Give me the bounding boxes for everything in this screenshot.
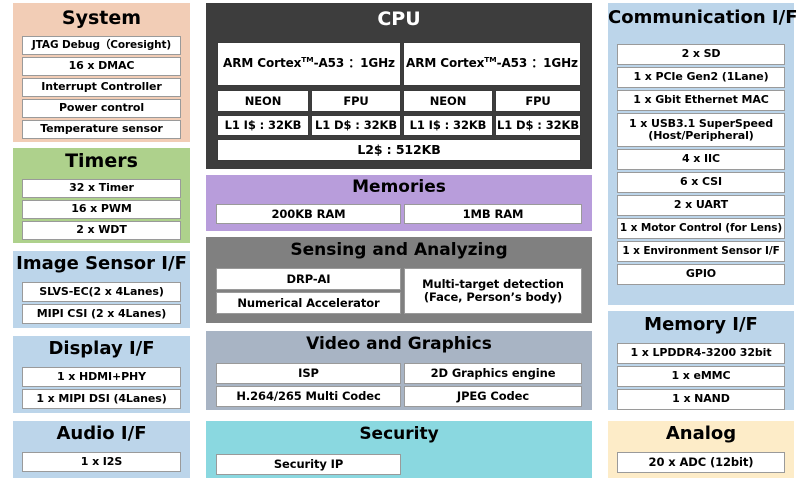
video-item-jpeg-codec: JPEG Codec (404, 386, 582, 407)
usb-line-2: (Host/Peripheral) (648, 129, 754, 142)
display-item-hdmi: 1 x HDMI+PHY (22, 367, 181, 387)
communication-item-motor-control: 1 x Motor Control (for Lens) (617, 218, 785, 239)
timers-item-wdt: 2 x WDT (22, 221, 181, 240)
multi-target-line-2: (Face, Person’s body) (423, 290, 563, 304)
security-item-security-ip: Security IP (216, 454, 401, 475)
image-sensor-item-mipi-csi: MIPI CSI (2 x 4Lanes) (22, 304, 181, 324)
usb-line-1: 1 x USB3.1 SuperSpeed (629, 116, 773, 130)
block-memory-if-title: Memory I/F (644, 314, 758, 335)
communication-item-gpio: GPIO (617, 264, 785, 285)
block-display-if: Display I/F 1 x HDMI+PHY 1 x MIPI DSI (4… (13, 336, 190, 413)
block-communication-if: Communication I/F 2 x SD 1 x PCIe Gen2 (… (608, 3, 798, 305)
block-cpu-title: CPU (377, 8, 421, 30)
memory-if-item-nand: 1 x NAND (617, 389, 785, 410)
block-timers: Timers 32 x Timer 16 x PWM 2 x WDT (13, 148, 190, 243)
analog-item-adc: 20 x ADC (12bit) (617, 452, 785, 473)
block-display-if-title: Display I/F (48, 338, 155, 359)
cpu-core-1-label: ARM CortexTM-A53 ：1GHz (406, 55, 578, 71)
communication-item-environment-sensor-if: 1 x Environment Sensor I/F (617, 241, 785, 262)
cpu-core-1: ARM CortexTM-A53 ：1GHz (403, 42, 581, 86)
block-memories: Memories 200KB RAM 1MB RAM (206, 175, 592, 231)
block-system-title: System (61, 7, 142, 29)
communication-item-pcie: 1 x PCIe Gen2 (1Lane) (617, 67, 785, 88)
block-video-and-graphics: Video and Graphics ISP 2D Graphics engin… (206, 331, 592, 410)
block-image-sensor-if-title: Image Sensor I/F (16, 253, 187, 274)
cpu-cache-l1i-0: L1 I$ : 32KB (217, 115, 309, 136)
video-item-isp: ISP (216, 363, 401, 384)
video-item-2d-graphics-engine: 2D Graphics engine (404, 363, 582, 384)
video-item-h264-265-multi-codec: H.264/265 Multi Codec (216, 386, 401, 407)
block-memory-if: Memory I/F 1 x LPDDR4-3200 32bit 1 x eMM… (608, 311, 794, 410)
block-timers-title: Timers (65, 150, 138, 172)
image-sensor-item-slvs-ec: SLVS-EC(2 x 4Lanes) (22, 282, 181, 302)
block-system: System JTAG Debug（Coresight) 16 x DMAC I… (13, 3, 190, 142)
block-image-sensor-if: Image Sensor I/F SLVS-EC(2 x 4Lanes) MIP… (13, 251, 190, 328)
timers-item-timer: 32 x Timer (22, 179, 181, 198)
memory-if-item-emmc: 1 x eMMC (617, 366, 785, 387)
cpu-unit-fpu-0: FPU (311, 90, 401, 112)
multi-target-line-1: Multi-target detection (422, 277, 564, 292)
block-sensing-and-analyzing: Sensing and Analyzing DRP-AI Numerical A… (206, 237, 592, 323)
cpu-cache-l1i-1: L1 I$ : 32KB (403, 115, 493, 136)
block-audio-if: Audio I/F 1 x I2S (13, 421, 190, 478)
block-security-title: Security (359, 424, 439, 444)
cpu-unit-neon-0: NEON (217, 90, 309, 112)
block-security: Security Security IP (206, 421, 592, 478)
system-item-dmac: 16 x DMAC (22, 57, 181, 76)
cpu-unit-neon-1: NEON (403, 90, 493, 112)
block-video-title: Video and Graphics (306, 334, 492, 354)
cpu-cache-l1d-0: L1 D$ : 32KB (311, 115, 401, 136)
communication-item-sd: 2 x SD (617, 44, 785, 65)
block-analog: Analog 20 x ADC (12bit) (608, 421, 794, 478)
display-item-mipi-dsi: 1 x MIPI DSI (4Lanes) (22, 389, 181, 409)
cpu-core-0: ARM CortexTM-A53 ：1GHz (217, 42, 401, 86)
communication-item-iic: 4 x IIC (617, 149, 785, 170)
memories-item-200kb-ram: 200KB RAM (216, 204, 401, 224)
sensing-item-multi-target-detection: Multi-target detection (Face, Person’s b… (404, 268, 582, 314)
system-item-temperature: Temperature sensor (22, 120, 181, 139)
communication-item-csi: 6 x CSI (617, 172, 785, 193)
communication-item-gbit-ethernet-mac: 1 x Gbit Ethernet MAC (617, 90, 785, 111)
block-sensing-title: Sensing and Analyzing (290, 240, 508, 260)
cpu-unit-fpu-1: FPU (495, 90, 581, 112)
cpu-cache-l1d-1: L1 D$ : 32KB (495, 115, 581, 136)
memories-item-1mb-ram: 1MB RAM (404, 204, 582, 224)
block-communication-if-title: Communication I/F (608, 7, 798, 28)
block-analog-title: Analog (665, 423, 737, 444)
cpu-core-0-label: ARM CortexTM-A53 ：1GHz (223, 55, 395, 71)
block-audio-if-title: Audio I/F (56, 423, 147, 444)
system-item-jtag: JTAG Debug（Coresight) (22, 36, 181, 55)
sensing-item-numerical-accelerator: Numerical Accelerator (216, 292, 401, 314)
communication-item-usb31: 1 x USB3.1 SuperSpeed (Host/Peripheral) (617, 113, 785, 147)
block-memories-title: Memories (352, 177, 446, 197)
block-cpu: CPU ARM CortexTM-A53 ：1GHz ARM CortexTM-… (206, 3, 592, 169)
timers-item-pwm: 16 x PWM (22, 200, 181, 219)
system-item-interrupt: Interrupt Controller (22, 78, 181, 97)
audio-item-i2s: 1 x I2S (22, 452, 181, 472)
sensing-item-drp-ai: DRP-AI (216, 268, 401, 290)
cpu-cache-l2: L2$ : 512KB (217, 139, 581, 161)
memory-if-item-lpddr4: 1 x LPDDR4-3200 32bit (617, 343, 785, 364)
system-item-power: Power control (22, 99, 181, 118)
communication-item-uart: 2 x UART (617, 195, 785, 216)
